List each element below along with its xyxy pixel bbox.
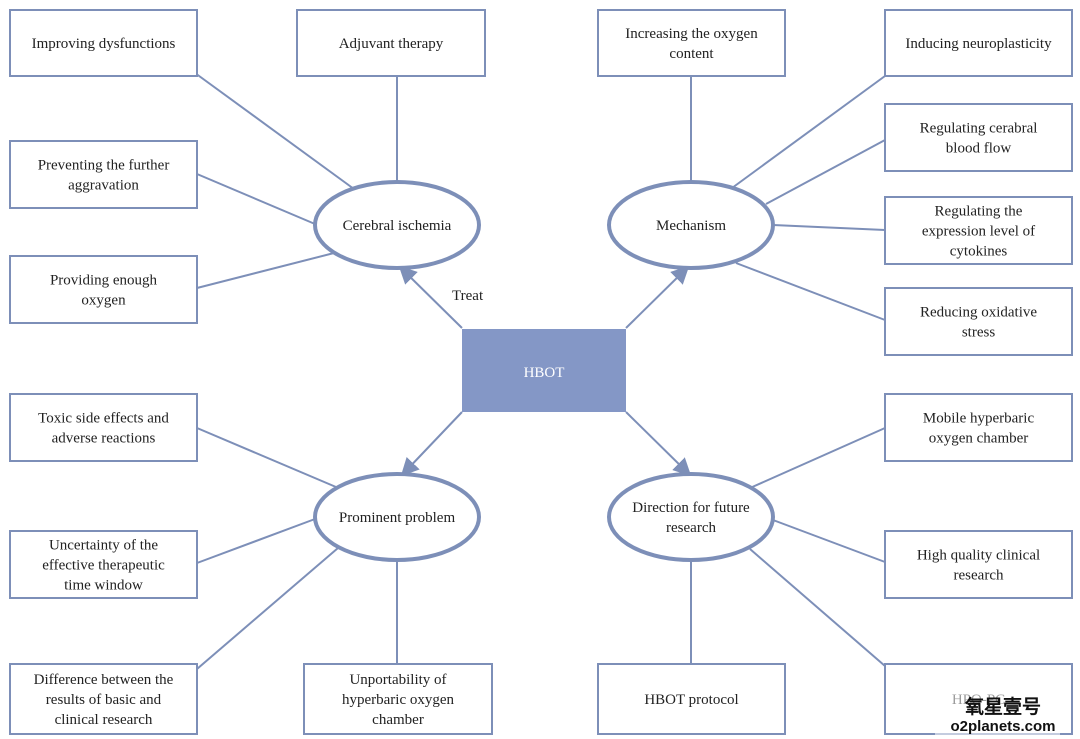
regulating-blood-flow-box: [884, 103, 1073, 172]
hub-arrows: [398, 265, 692, 477]
preventing-aggravation-box: [9, 140, 198, 209]
diagram-shapes: [9, 9, 1073, 735]
connector-line: [765, 139, 886, 205]
cerebral-ischemia-node: [313, 180, 481, 270]
cerebral-ischemia-label: Cerebral ischemia: [343, 218, 452, 234]
future-research-node: [607, 472, 775, 562]
toxic-side-effects-box: [9, 393, 198, 462]
hub-box: [462, 329, 626, 412]
watermark-site: o2planets.com: [950, 718, 1055, 735]
improving-dysfunctions-box: [9, 9, 198, 77]
inducing-neuroplasticity-label: Inducing neuroplasticity: [905, 36, 1052, 52]
connector-line: [749, 427, 886, 489]
inducing-neuroplasticity-box: [884, 9, 1073, 77]
unportability-box: [303, 663, 493, 735]
adjuvant-therapy-label: Adjuvant therapy: [339, 36, 444, 52]
diagram-labels: HBOT Treat Cerebral ischemia MechanismPromi…: [32, 26, 1052, 728]
connector-line: [196, 427, 337, 488]
connector-line: [749, 548, 886, 667]
improving-dysfunctions-label: Improving dysfunctions: [32, 36, 176, 52]
hbot-protocol-box: [597, 663, 786, 735]
mechanism-label: Mechanism: [656, 218, 726, 234]
arrow: [398, 265, 463, 329]
connector-line: [196, 518, 316, 564]
reducing-oxidative-stress-box: [884, 287, 1073, 356]
high-quality-research-box: [884, 530, 1073, 599]
connector-line: [194, 72, 355, 190]
connector-line: [735, 262, 886, 321]
connector-line: [196, 173, 316, 225]
mobile-chamber-box: [884, 393, 1073, 462]
connector-line: [772, 519, 886, 563]
increasing-oxygen-box: [597, 9, 786, 77]
difference-results-box: [9, 663, 198, 735]
regulating-cytokines-box: [884, 196, 1073, 265]
prominent-problem-label: Prominent problem: [339, 510, 456, 526]
arrow: [625, 411, 692, 477]
arrow: [625, 265, 690, 329]
hub-label: HBOT: [524, 365, 565, 381]
hbot-protocol-label: HBOT protocol: [644, 692, 738, 708]
connector-line: [772, 224, 886, 231]
prominent-problem-node: [313, 472, 481, 562]
watermark-chinese: 氧星壹号: [965, 695, 1041, 718]
connector-line: [196, 251, 339, 289]
mechanism-node: [607, 180, 775, 270]
watermark: 氧星壹号 o2planets.com: [935, 690, 1060, 738]
providing-oxygen-box: [9, 255, 198, 324]
connector-line: [196, 547, 339, 670]
treat-label: Treat: [452, 288, 484, 304]
connector-line: [731, 75, 886, 189]
adjuvant-therapy-box: [296, 9, 486, 77]
arrow: [400, 411, 463, 477]
connector-lines: [194, 72, 886, 670]
uncertainty-time-window-box: [9, 530, 198, 599]
